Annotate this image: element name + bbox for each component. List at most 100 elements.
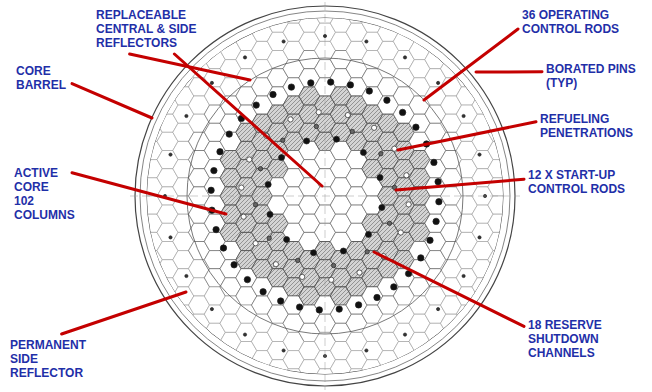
refueling-penetration — [331, 263, 335, 267]
control-rod — [418, 255, 424, 261]
reflector-block — [488, 232, 509, 250]
leader-line — [374, 252, 524, 326]
control-rod — [220, 245, 226, 251]
leader-line — [476, 70, 542, 73]
refueling-penetration — [365, 250, 369, 254]
reflector-block — [425, 32, 446, 50]
callout-label: 12 X START-UP CONTROL RODS — [528, 168, 646, 196]
leader-line — [62, 292, 186, 334]
borated-pin — [437, 81, 440, 84]
control-rod — [384, 97, 390, 103]
borated-pin — [365, 349, 368, 352]
borated-pin — [243, 56, 246, 59]
control-rod — [347, 82, 353, 88]
control-rod — [355, 302, 361, 308]
reflector-block — [488, 141, 509, 159]
startup-rod — [279, 155, 285, 161]
shutdown-channel — [273, 262, 278, 267]
shutdown-channel — [247, 157, 252, 162]
shutdown-channel — [253, 241, 258, 246]
reflector-block — [488, 160, 509, 178]
callout-label: PERMANENT SIDE REFLECTOR — [10, 338, 96, 380]
reflector-block — [504, 205, 525, 223]
reflector-block — [504, 169, 525, 187]
reflector-block — [488, 214, 509, 232]
control-rod — [427, 237, 433, 243]
refueling-penetration — [258, 167, 262, 171]
reflector-block — [346, 369, 367, 387]
reflector-block — [393, 360, 414, 378]
borated-pin — [282, 349, 285, 352]
refueling-penetration — [379, 152, 383, 156]
refueling-penetration — [350, 129, 354, 133]
refueling-penetration — [267, 236, 271, 240]
callout-label: 36 OPERATING CONTROL RODS — [522, 8, 640, 36]
shutdown-channel — [345, 113, 350, 118]
borated-pin — [323, 34, 326, 37]
control-rod — [231, 262, 237, 268]
reflector-block — [472, 278, 493, 296]
startup-rod — [379, 205, 385, 211]
startup-rod — [311, 250, 317, 256]
refueling-penetration — [253, 202, 257, 206]
control-rod — [260, 289, 266, 295]
control-rod — [435, 179, 441, 185]
borated-pin — [185, 114, 188, 117]
borated-pin — [365, 40, 368, 43]
shutdown-channel — [288, 117, 293, 122]
shutdown-channel — [239, 185, 244, 190]
reflector-block — [220, 351, 241, 369]
reflector-block — [425, 342, 446, 360]
leader-line — [72, 173, 226, 214]
borated-pin — [462, 274, 465, 277]
startup-rod — [340, 248, 346, 254]
shutdown-channel — [316, 110, 321, 115]
refueling-penetration — [296, 258, 300, 262]
leader-line — [424, 29, 518, 100]
control-rod — [244, 276, 250, 282]
borated-pin — [282, 40, 285, 43]
callout-label: CORE BARREL — [16, 64, 68, 92]
startup-rod — [366, 231, 372, 237]
startup-rod — [360, 150, 366, 156]
control-rod — [431, 159, 437, 165]
refueling-penetration — [314, 124, 318, 128]
reflector-block — [346, 5, 367, 23]
shutdown-channel — [404, 173, 409, 178]
control-rod — [208, 187, 214, 193]
control-rod — [226, 131, 232, 137]
control-rod — [316, 307, 322, 313]
reflector-block — [441, 314, 462, 332]
callout-label: REPLACEABLE CENTRAL & SIDE REFLECTORS — [96, 8, 208, 50]
borated-pin — [210, 308, 213, 311]
reflector-block — [204, 32, 225, 50]
control-rod — [211, 167, 217, 173]
control-rod — [217, 149, 223, 155]
borated-pin — [437, 308, 440, 311]
control-rod — [436, 199, 442, 205]
control-rod — [308, 80, 314, 86]
control-rod — [328, 79, 334, 85]
reflector-block — [204, 342, 225, 360]
reflector-block — [488, 251, 509, 269]
refueling-penetration — [387, 221, 391, 225]
borated-pin — [185, 274, 188, 277]
borated-pin — [403, 56, 406, 59]
callout-label: REFUELING PENETRATIONS — [540, 112, 644, 140]
reflector-block — [126, 205, 147, 223]
control-rod — [253, 102, 259, 108]
leader-line — [130, 54, 250, 80]
borated-pin — [210, 81, 213, 84]
reflector-block — [393, 14, 414, 32]
startup-rod — [304, 138, 310, 144]
leader-line — [174, 54, 322, 186]
reflector-block — [409, 23, 430, 41]
reflector-block — [236, 360, 257, 378]
control-rod — [391, 284, 397, 290]
reflector-block — [472, 96, 493, 114]
leader-line — [398, 122, 536, 150]
control-rod — [336, 306, 342, 312]
control-rod — [296, 304, 302, 310]
control-rod — [374, 294, 380, 300]
borated-pin — [403, 333, 406, 336]
